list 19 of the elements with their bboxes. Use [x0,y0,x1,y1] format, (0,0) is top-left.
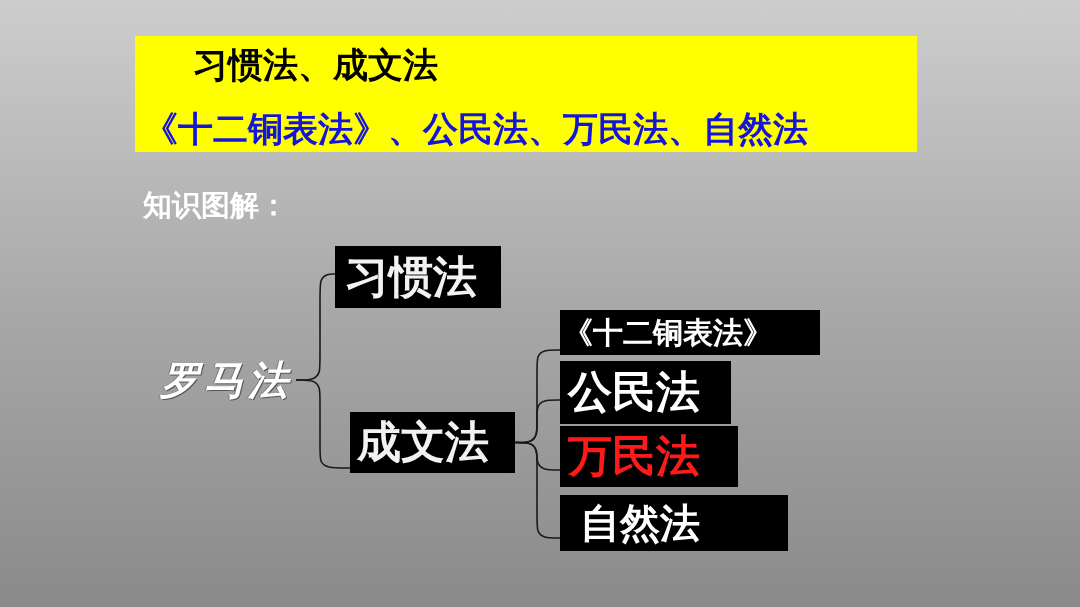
section-heading: 知识图解： [143,190,288,222]
concept-box [560,361,731,424]
banner-box [135,36,917,152]
brace-connector [514,441,561,539]
banner-text: 习惯法、成文法 [193,46,438,85]
concept-box [560,426,738,487]
concept-box [560,495,788,551]
concept-box [560,310,820,355]
concept-text: 自然法 [580,501,700,545]
brace-connector [295,379,351,469]
concept-text: 《十二铜表法》 [563,316,773,349]
concept-text: 成文法 [357,418,489,467]
concept-box [350,412,515,473]
concept-text: 万民法 [568,432,700,481]
root-term: 罗马法 [160,356,296,404]
banner-text: 《十二铜表法》、公民法、万民法、自然法 [143,110,808,149]
concept-text: 习惯法 [345,252,477,302]
concept-box [335,246,501,308]
concept-text: 公民法 [568,368,700,417]
